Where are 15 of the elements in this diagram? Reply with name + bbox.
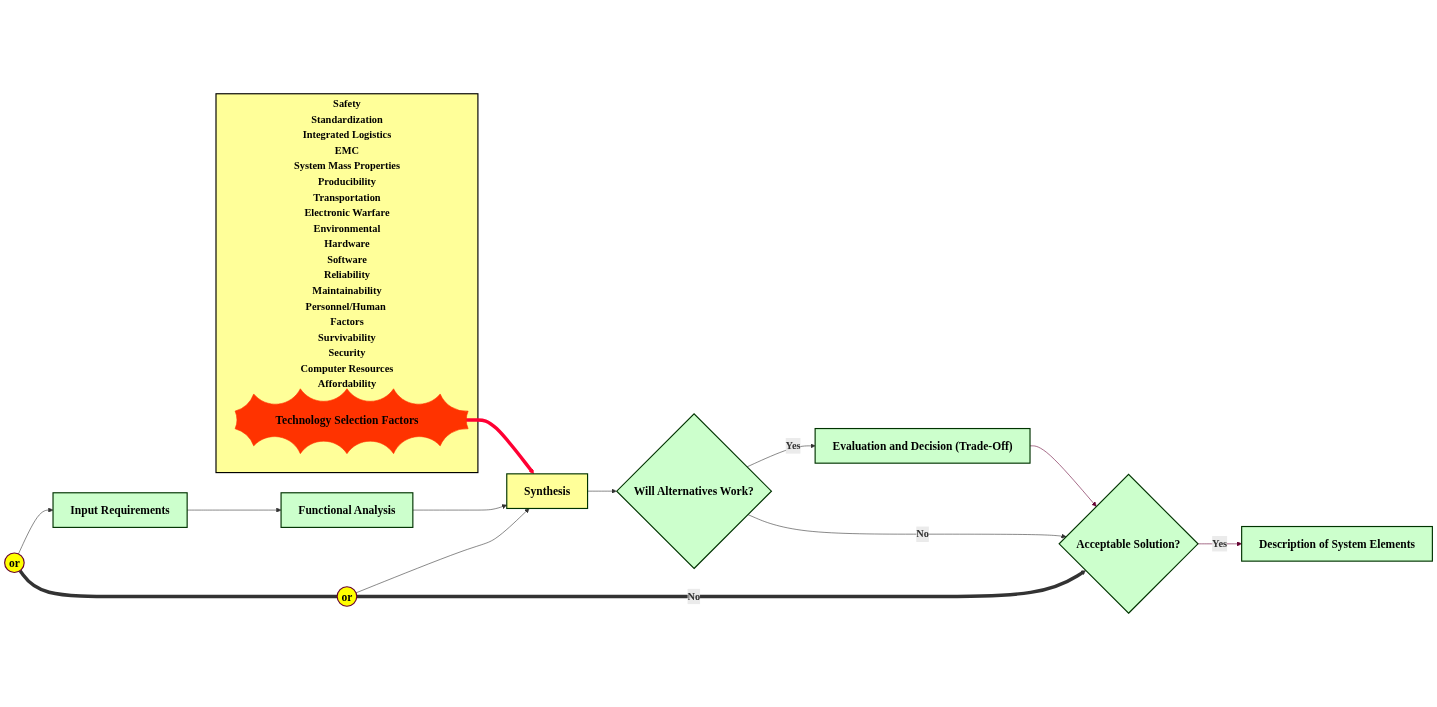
node-diamond: Acceptable Solution? xyxy=(1058,473,1199,615)
node-box: Synthesis xyxy=(506,473,589,510)
node-box: Functional Analysis xyxy=(280,492,414,528)
node-box: Description of System Elements xyxy=(1241,525,1433,562)
connector xyxy=(18,569,338,599)
node-box: Evaluation and Decision (Trade-Off) xyxy=(814,427,1031,464)
node-box: Input Requirements xyxy=(52,492,188,528)
edge-label: No xyxy=(687,590,701,602)
edge-label: Yes xyxy=(1212,537,1228,550)
arrow xyxy=(356,570,1086,599)
node-circle: or xyxy=(336,586,358,607)
edge-label: No xyxy=(916,528,929,540)
node-circle: or xyxy=(4,552,25,574)
edge-label: Yes xyxy=(785,439,801,452)
node-diamond: Will Alternatives Work? xyxy=(615,412,773,570)
